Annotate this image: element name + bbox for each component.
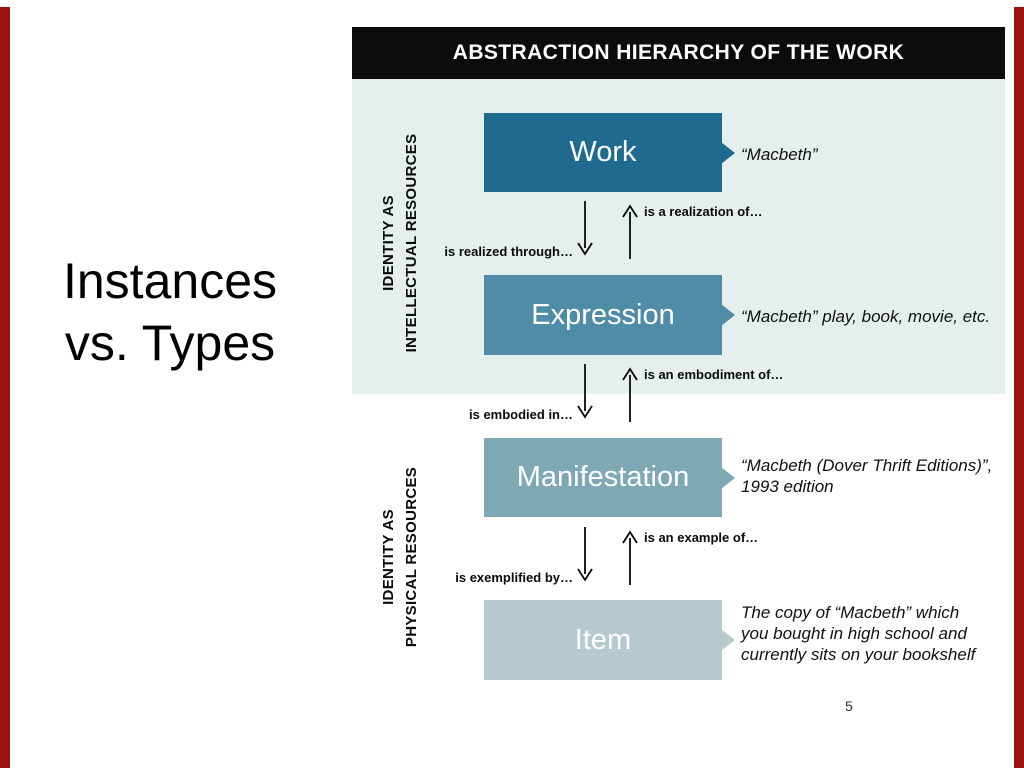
slide-title: Instances vs. Types xyxy=(12,250,328,374)
is-a-realization-of-label: is a realization of… xyxy=(644,204,763,219)
is-embodied-in-label: is embodied in… xyxy=(468,407,573,422)
annotation-pointer-icon xyxy=(721,629,735,651)
is-an-example-of-label: is an example of… xyxy=(644,530,759,545)
down-arrow-icon xyxy=(577,527,593,582)
is-an-embodiment-of-label: is an embodiment of… xyxy=(644,367,784,382)
diagram-title: ABSTRACTION HIERARCHY OF THE WORK xyxy=(352,27,1005,79)
down-arrow-icon xyxy=(577,201,593,256)
slide-title-line-1: Instances xyxy=(62,253,277,309)
item-box: Item xyxy=(484,600,735,680)
manifestation-box: Manifestation xyxy=(484,438,735,517)
work-box: Work xyxy=(484,113,735,192)
manifestation-annotation: “Macbeth (Dover Thrift Editions)”, 1993 … xyxy=(741,456,993,497)
is-realized-through-label: is realized through… xyxy=(444,244,573,259)
slide-title-line-2: vs. Types xyxy=(64,315,276,371)
item-box-label: Item xyxy=(574,623,632,656)
intellectual-resources-label: IDENTITY AS INTELLECTUAL RESOURCES xyxy=(380,133,420,353)
expression-box: Expression xyxy=(484,275,735,355)
expression-box-label: Expression xyxy=(531,298,675,331)
up-arrow-icon xyxy=(622,367,638,422)
work-annotation: “Macbeth” xyxy=(741,145,818,164)
physical-resources-label: IDENTITY AS PHYSICAL RESOURCES xyxy=(380,466,420,648)
manifestation-item-arrows xyxy=(577,527,638,585)
annotation-pointer-icon xyxy=(721,141,735,164)
expression-annotation: “Macbeth” play, book, movie, etc. xyxy=(741,307,991,326)
work-box-label: Work xyxy=(569,136,637,168)
annotation-pointer-icon xyxy=(721,466,735,489)
up-arrow-icon xyxy=(622,530,638,585)
is-exemplified-by-label: is exemplified by… xyxy=(455,570,573,585)
work-expression-arrows xyxy=(577,201,638,259)
expression-manifestation-arrows xyxy=(577,364,638,422)
up-arrow-icon xyxy=(622,204,638,259)
item-annotation: The copy of “Macbeth” which you bought i… xyxy=(741,603,976,665)
page-number: 5 xyxy=(845,698,853,714)
right-accent-bar xyxy=(1014,7,1024,768)
down-arrow-icon xyxy=(577,364,593,419)
manifestation-box-label: Manifestation xyxy=(516,461,690,493)
left-accent-bar xyxy=(0,7,10,768)
annotation-pointer-icon xyxy=(721,304,735,326)
